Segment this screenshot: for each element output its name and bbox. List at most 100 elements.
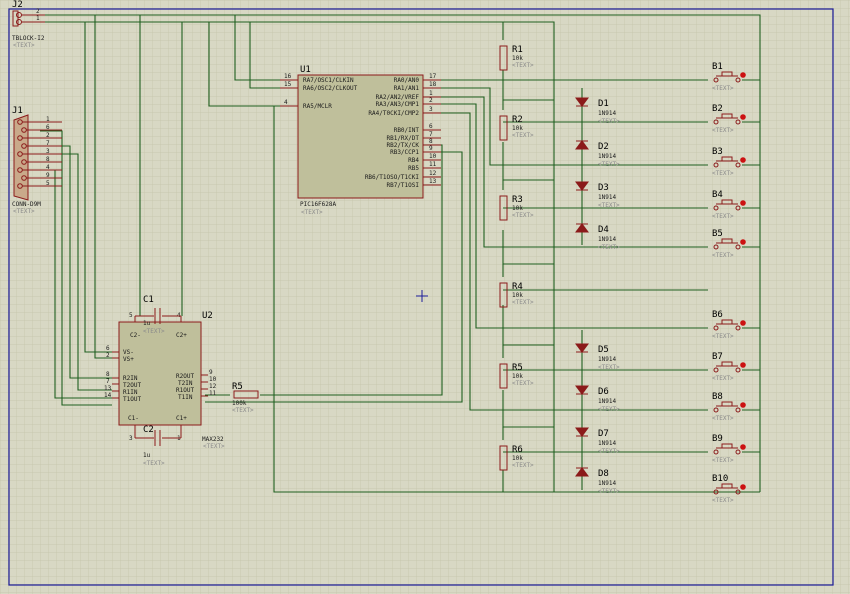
capacitor-c1[interactable]: C1 1u <TEXT> (135, 295, 181, 335)
diode-value: 1N914 (598, 153, 616, 160)
pushbutton-b5[interactable]: B5<TEXT> (712, 229, 746, 259)
button-text-placeholder: <TEXT> (712, 333, 734, 340)
pushbutton-b1[interactable]: B1<TEXT> (712, 62, 746, 92)
capacitor-c2[interactable]: C2 1u <TEXT> (135, 425, 181, 467)
diode-triangle (575, 385, 589, 395)
button-text-placeholder: <TEXT> (712, 127, 734, 134)
u2-t1out: T1OUT (123, 396, 141, 403)
connector-j2[interactable]: J2 2 1 TBLOCK-I2 <TEXT> (12, 0, 45, 49)
button-contact-left (713, 489, 719, 495)
pushbutton-b8[interactable]: B8<TEXT> (712, 392, 746, 422)
j2-ref: J2 (12, 0, 23, 10)
pushbutton-b6[interactable]: B6<TEXT> (712, 310, 746, 340)
u1-right-pin-name: RB4 (408, 157, 419, 164)
diode-ref: D6 (598, 387, 609, 397)
u1-right-pin-number: 2 (429, 97, 433, 104)
j1-pin-number: 6 (46, 124, 50, 131)
button-contact-left (713, 407, 719, 413)
diode-ref: D8 (598, 469, 609, 479)
resistor-ref: R2 (512, 115, 523, 125)
ic-u2-max232[interactable]: U2 C2- C2+ VS- VS+ R2IN T2OUT R1IN T1OUT… (104, 311, 225, 450)
button-ref: B4 (712, 190, 723, 200)
button-ref: B2 (712, 104, 723, 114)
pushbutton-b9[interactable]: B9<TEXT> (712, 434, 746, 464)
wiring (40, 14, 761, 493)
resistor-ref: R5 (512, 363, 523, 373)
button-ref: B10 (712, 474, 728, 484)
j1-pin-number: 2 (46, 132, 50, 139)
j1-ref: J1 (12, 106, 23, 116)
diode-ref: D4 (598, 225, 609, 235)
u1-left-pin-name: RA5/MCLR (303, 103, 332, 110)
diode-ref: D2 (598, 142, 609, 152)
diode-triangle (575, 97, 589, 107)
diode-value: 1N914 (598, 398, 616, 405)
u2-r1in: R1IN (123, 389, 138, 396)
u2-pin-7: 7 (106, 378, 110, 385)
diode-value: 1N914 (598, 356, 616, 363)
j1-pin-number: 7 (46, 140, 50, 147)
button-contact-left (713, 205, 719, 211)
button-text-placeholder: <TEXT> (712, 252, 734, 259)
resistor-value: 10k (512, 205, 523, 212)
u1-right-pin-name: RB1/RX/DT (386, 135, 419, 142)
button-text-placeholder: <TEXT> (712, 497, 734, 504)
diode-text-placeholder: <TEXT> (598, 118, 620, 125)
u2-t1in: T1IN (178, 394, 193, 401)
pin-marker-icon (740, 157, 746, 163)
c2-text-placeholder: <TEXT> (143, 460, 165, 467)
u1-left-pin-number: 15 (284, 81, 292, 88)
u2-pin-14: 14 (104, 392, 112, 399)
u2-pin-13: 13 (104, 385, 112, 392)
u1-right-pin-name: RB7/T1OSI (386, 182, 419, 189)
u1-right-pin-name: RA0/AN0 (394, 77, 420, 84)
diode-triangle (575, 140, 589, 150)
u1-right-pin-number: 1 (429, 90, 433, 97)
button-cap (721, 483, 733, 489)
j1-pin-number: 1 (46, 116, 50, 123)
u1-right-pin-name: RB0/INT (394, 127, 420, 134)
button-contact-right (735, 244, 741, 250)
diode-text-placeholder: <TEXT> (598, 406, 620, 413)
u2-vs-minus: VS- (123, 349, 134, 356)
button-cap (721, 71, 733, 77)
button-text-placeholder: <TEXT> (712, 85, 734, 92)
pushbutton-b7[interactable]: B7<TEXT> (712, 352, 746, 382)
resistor-r5-100k[interactable]: R5 100k <TEXT> (232, 382, 259, 414)
resistor-text-placeholder: <TEXT> (512, 299, 534, 306)
ic-u1-pic16f628a[interactable]: U1 16RA7/OSC1/CLKIN15RA6/OSC2/CLKOUT4RA5… (280, 65, 441, 216)
pushbutton-b3[interactable]: B3<TEXT> (712, 147, 746, 177)
resistor-text-placeholder: <TEXT> (512, 380, 534, 387)
pin-marker-icon (740, 402, 746, 408)
u2-vs-plus: VS+ (123, 356, 134, 363)
resistor-body (499, 195, 508, 221)
c2-ref: C2 (143, 425, 154, 435)
pushbutton-b10[interactable]: B10 <TEXT> (712, 474, 746, 504)
pushbutton-b2[interactable]: B2 <TEXT> (712, 104, 746, 134)
button-contact-right (735, 77, 741, 83)
j2-pin-2: 2 (36, 8, 40, 15)
u1-ref: U1 (300, 65, 311, 75)
pushbutton-b4[interactable]: B4<TEXT> (712, 190, 746, 220)
j1-pin-number: 5 (46, 180, 50, 187)
resistor-body (499, 115, 508, 141)
button-contact-left (713, 162, 719, 168)
j1-text-placeholder: <TEXT> (13, 208, 35, 215)
